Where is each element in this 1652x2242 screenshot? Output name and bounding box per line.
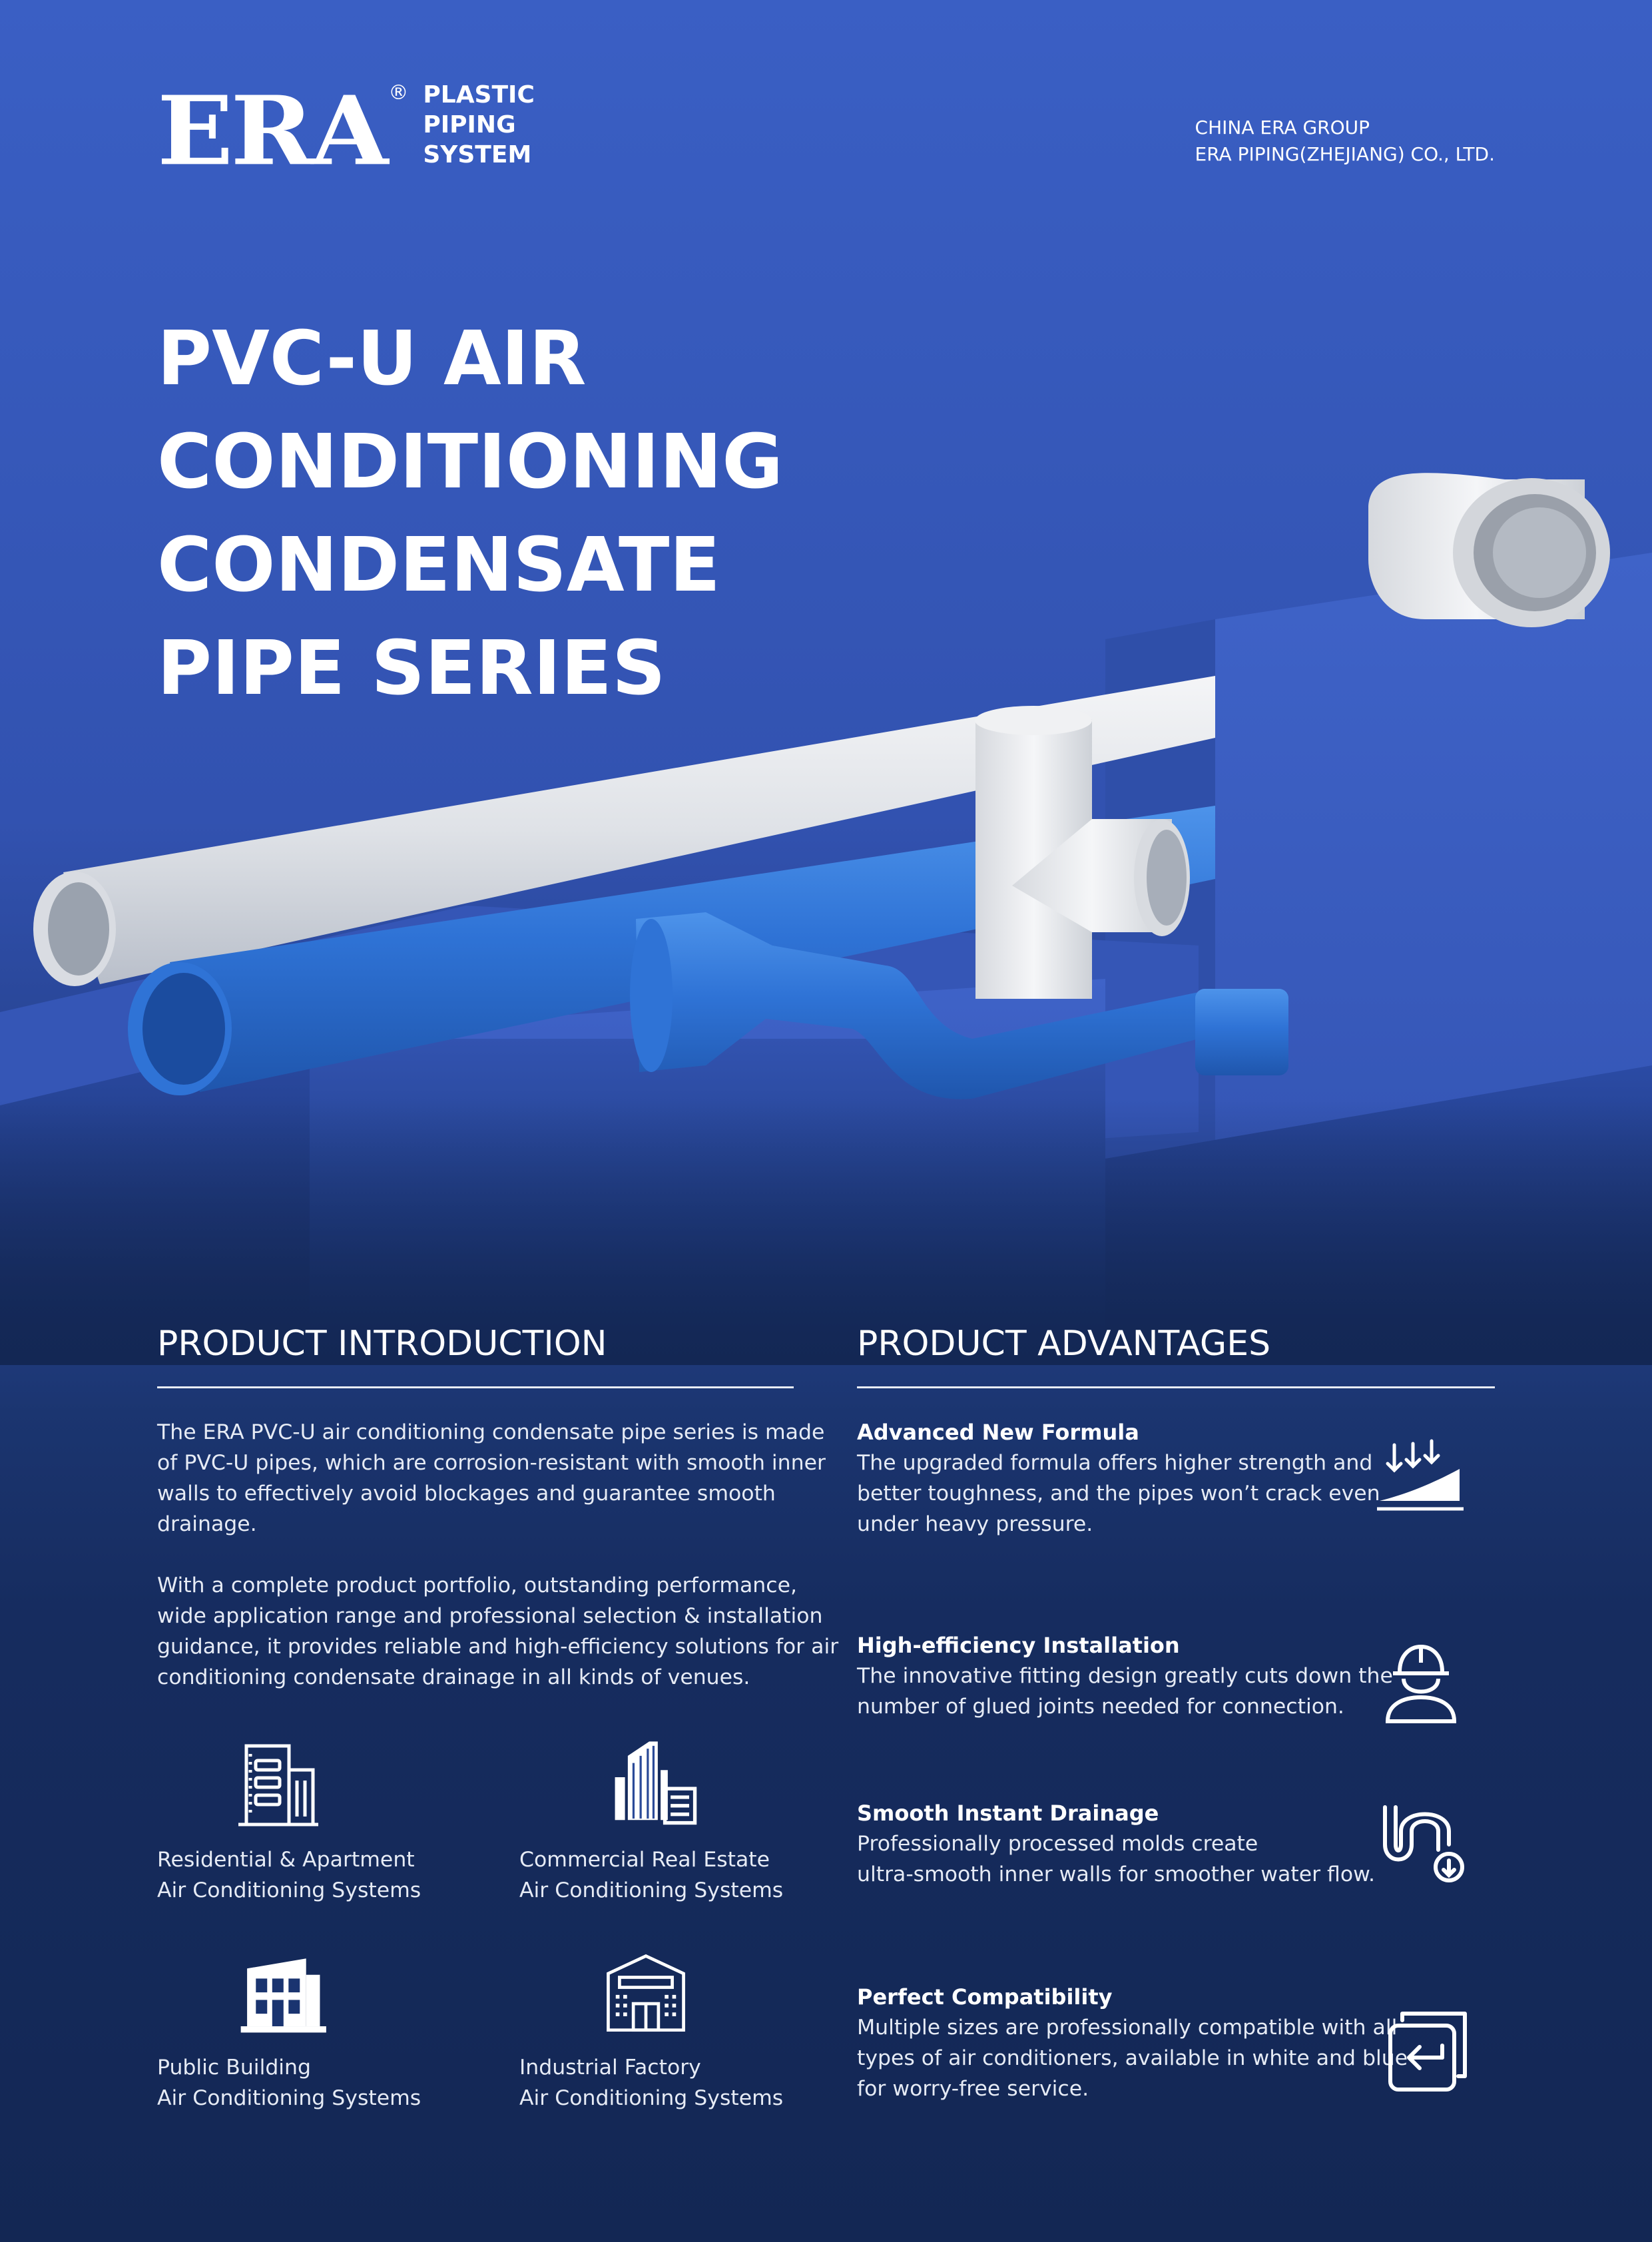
- logo-tagline: PLASTIC PIPING SYSTEM: [423, 81, 535, 168]
- advantages-heading: PRODUCT ADVANTAGES: [857, 1324, 1271, 1364]
- white-straight-pipe: [63, 676, 1215, 984]
- page-title: PVC-U AIR CONDITIONING CONDENSATE PIPE S…: [157, 316, 784, 712]
- introduction-divider: [157, 1386, 794, 1388]
- public-building-icon: [240, 1958, 326, 2033]
- registered-mark: ®: [388, 81, 409, 105]
- introduction-paragraph-1: The ERA PVC-U air conditioning condensat…: [157, 1420, 826, 1536]
- company-name: CHINA ERA GROUP ERA PIPING(ZHEJIANG) CO.…: [1195, 117, 1495, 165]
- drain-pipe-icon: [1383, 1805, 1464, 1882]
- advantage-perfect-compatibility: Perfect Compatibility Multiple sizes are…: [857, 1984, 1408, 2101]
- commercial-skyscraper-icon: [615, 1741, 697, 1825]
- worker-helmet-icon: [1385, 1644, 1457, 1723]
- application-residential: Residential & Apartment Air Conditioning…: [157, 1737, 477, 1906]
- advantage-smooth-drainage: Smooth Instant Drainage Professionally p…: [857, 1801, 1376, 1886]
- application-commercial: Commercial Real Estate Air Conditioning …: [519, 1725, 839, 1906]
- logo-wordmark: ERA: [157, 75, 388, 187]
- pressure-arrows-icon: [1377, 1439, 1464, 1511]
- advantage-high-efficiency-installation: High-efficiency Installation The innovat…: [857, 1633, 1393, 1719]
- introduction-paragraph-2: With a complete product portfolio, outst…: [157, 1573, 839, 1689]
- right-tall-block: [1215, 553, 1652, 1159]
- factory-icon: [607, 1954, 685, 2032]
- application-industrial-factory: Industrial Factory Air Conditioning Syst…: [519, 1950, 839, 2113]
- advantages-divider: [857, 1386, 1495, 1388]
- introduction-heading: PRODUCT INTRODUCTION: [157, 1324, 607, 1364]
- pipes-scene: [0, 0, 1652, 1365]
- advantage-advanced-formula: Advanced New Formula The upgraded formul…: [857, 1420, 1380, 1536]
- product-hero-illustration: [0, 0, 1652, 1365]
- compatibility-arrow-icon: [1388, 2012, 1467, 2092]
- residential-building-icon: [238, 1744, 318, 1826]
- application-public-building: Public Building Air Conditioning Systems: [157, 1950, 477, 2113]
- era-logo: ERA ® PLASTIC PIPING SYSTEM: [157, 81, 535, 181]
- blue-trap-fitting: [636, 912, 1199, 1099]
